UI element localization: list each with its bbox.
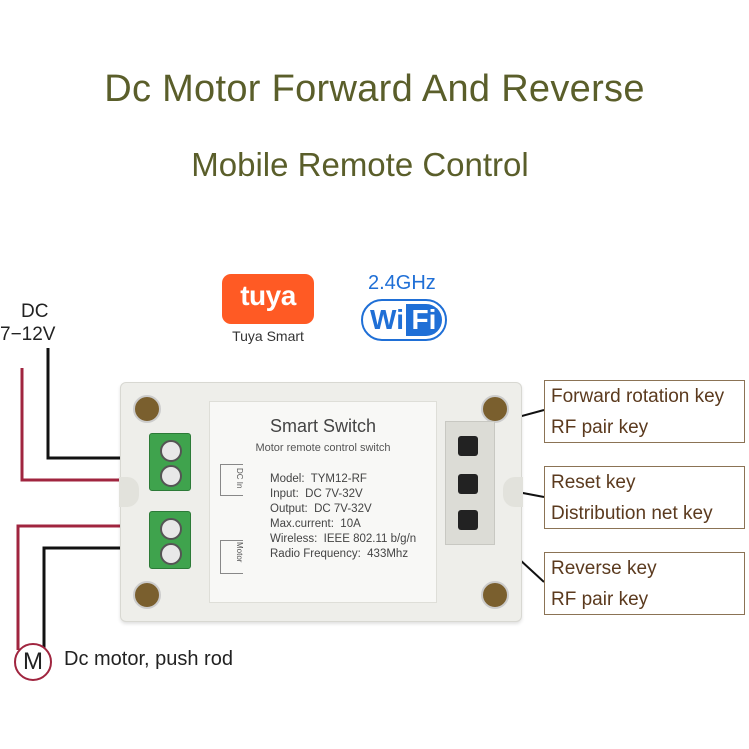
device-enclosure: Smart Switch Motor remote control switch… xyxy=(119,382,523,622)
dc-in-label: DC In xyxy=(235,468,244,489)
tuya-caption: Tuya Smart xyxy=(232,328,304,344)
device-label: Smart Switch Motor remote control switch… xyxy=(209,401,437,603)
wifi-fi-text: Fi xyxy=(406,304,442,336)
wifi-band: 2.4GHz xyxy=(368,272,436,294)
terminal-motor xyxy=(149,511,191,569)
motor-wire-red xyxy=(16,524,160,650)
mount-hole-bl xyxy=(133,581,161,609)
spec-model: Model: TYM12-RF xyxy=(270,473,367,485)
mount-hole-tr xyxy=(481,395,509,423)
motor-label: Dc motor, push rod xyxy=(64,648,233,670)
power-wire-red xyxy=(20,368,160,482)
annotation-reverse: Reverse key RF pair key xyxy=(544,552,745,615)
mount-hole-tl xyxy=(133,395,161,423)
wifi-logo: Wi Fi xyxy=(361,299,447,341)
mount-hole-br xyxy=(481,581,509,609)
terminal-dc-in xyxy=(149,433,191,491)
side-tab-left xyxy=(119,477,139,507)
motor-bracket xyxy=(220,540,243,574)
tuya-logo: tuya xyxy=(222,274,314,324)
annotation-reverse-line1: Reverse key xyxy=(551,558,657,579)
spec-input: Input: DC 7V-32V xyxy=(270,488,363,500)
motor-port-label: Motor xyxy=(235,542,244,563)
forward-key-button[interactable] xyxy=(458,436,478,456)
side-tab-right xyxy=(503,477,523,507)
spec-output: Output: DC 7V-32V xyxy=(270,503,372,515)
annotation-reverse-line2: RF pair key xyxy=(551,589,649,610)
annotation-reset-line1: Reset key xyxy=(551,472,636,493)
device-name: Smart Switch xyxy=(269,416,377,436)
key-panel xyxy=(445,421,495,545)
annotation-forward-line2: RF pair key xyxy=(551,417,649,438)
motor-symbol: M xyxy=(14,643,52,681)
page-title: Dc Motor Forward And Reverse xyxy=(104,68,645,110)
wifi-wi-text: Wi xyxy=(370,304,404,335)
device-subtitle: Motor remote control switch xyxy=(255,442,391,454)
spec-wireless: Wireless: IEEE 802.11 b/g/n xyxy=(270,533,417,545)
spec-radio-frequency: Radio Frequency: 433Mhz xyxy=(270,548,409,560)
reverse-key-button[interactable] xyxy=(458,510,478,530)
spec-list: Model: TYM12-RF Input: DC 7V-32V Output:… xyxy=(270,472,416,562)
power-label: DC 7−12V xyxy=(0,300,55,346)
annotation-reset: Reset key Distribution net key xyxy=(544,466,745,529)
reset-key-button[interactable] xyxy=(458,474,478,494)
spec-max-current: Max.current: 10A xyxy=(270,518,361,530)
tuya-logo-text: tuya xyxy=(240,280,296,311)
power-label-line2: 7−12V xyxy=(0,324,56,345)
annotation-forward-line1: Forward rotation key xyxy=(551,386,725,407)
page-subtitle: Mobile Remote Control xyxy=(191,146,529,183)
power-label-line1: DC xyxy=(21,301,49,322)
annotation-forward: Forward rotation key RF pair key xyxy=(544,380,745,443)
annotation-reset-line2: Distribution net key xyxy=(551,503,713,524)
dc-in-bracket xyxy=(220,464,243,496)
